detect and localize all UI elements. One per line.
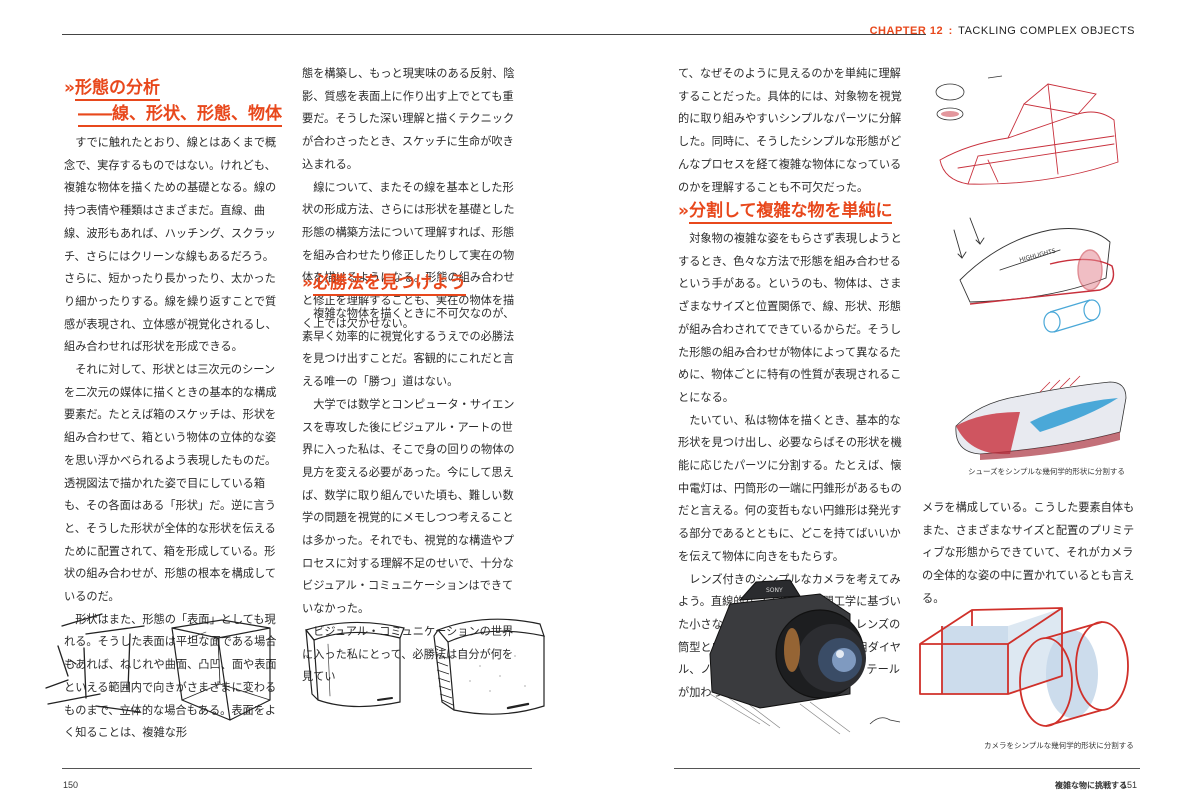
paragraph: 大学では数学とコンピュータ・サイエンスを専攻した後にビジュアル・アートの世界に入…	[302, 397, 515, 616]
paragraph: 態を構築し、もっと現実味のある反射、陰影、質感を表面上に作り出す上でとても重要だ…	[302, 67, 515, 171]
paragraph: 形状はまた、形態の「表面」としても現れる。そうした表面は平坦な面である場合もあれ…	[64, 612, 277, 740]
chapter-separator: :	[948, 25, 953, 37]
paragraph: すでに触れたとおり、線とはあくまで概念で、実存するものではない。けれども、複雑な…	[64, 136, 277, 354]
heading-form-analysis: »形態の分析	[64, 77, 160, 101]
heading-divide-complex: »分割して複雑な物を単純に	[678, 200, 893, 224]
paragraph: 対象物の複雑な姿をもらさず表現しようとするとき、色々な方法で形態を組み合わせると…	[678, 232, 902, 404]
left-column-2: 態を構築し、もっと現実味のある反射、陰影、質感を表面上に作り出す上でとても重要だ…	[302, 63, 522, 335]
footer-rule-left	[62, 768, 532, 769]
heading-line2: ――線、形状、形態、物体	[78, 104, 282, 127]
highlights-label: HIGHLIGHTS	[1019, 247, 1057, 263]
footer-title: 複雑な物に挑戦する	[1055, 781, 1127, 790]
box-shaded-sketch	[304, 621, 405, 708]
double-chevron-icon: »	[678, 201, 689, 221]
caption-shoes: シューズをシンプルな幾何学的形状に分割する	[968, 467, 1125, 476]
heading-winning-method: »必勝法を見つけよう	[302, 272, 466, 296]
right-column-1: て、なぜそのように見えるのかを単純に理解することだった。具体的には、対象物を視覚…	[678, 63, 902, 199]
left-column-1: すでに触れたとおり、線とはあくまで概念で、実存するものではない。けれども、複雑な…	[64, 132, 282, 745]
camera-primitives-diagram	[919, 607, 1129, 727]
footer-rule-right	[674, 768, 1140, 769]
paragraph: 複雑な物体を描くときに不可欠なのが、素早く効率的に視覚化するうえでの必勝法を見つ…	[302, 307, 515, 389]
heading-text: 必勝法を見つけよう	[312, 273, 466, 296]
chapter-header: CHAPTER 12 : TACKLING COMPLEX OBJECTS	[870, 25, 1135, 37]
box-hatched-sketch	[433, 618, 545, 715]
left-column-2-cont: 複雑な物体を描くときに不可欠なのが、素早く効率的に視覚化するうえでの必勝法を見つ…	[302, 303, 522, 689]
heading-text: 分割して複雑な物を単純に	[688, 201, 893, 224]
top-rule	[62, 34, 926, 35]
shoe-render-sketch	[955, 375, 1127, 460]
double-chevron-icon: »	[302, 273, 313, 293]
double-chevron-icon: »	[64, 78, 75, 98]
right-column-2: メラを構成している。こうした要素自体もまた、さまざまなサイズと配置のプリミティブ…	[922, 497, 1140, 611]
paragraph: ビジュアル・コミュニケーションの世界に入った私にとって、必勝法は自分が何を見てい	[302, 624, 514, 684]
camera-brand-label: SONY	[766, 587, 783, 594]
caption-camera: カメラをシンプルな幾何学的形状に分割する	[984, 741, 1134, 750]
heading-form-analysis-sub: ――線、形状、形態、物体	[78, 103, 282, 127]
paragraph: て、なぜそのように見えるのかを単純に理解することだった。具体的には、対象物を視覚…	[678, 67, 902, 194]
paragraph: たいてい、私は物体を描くとき、基本的な形状を見つけ出し、必要ならばその形状を機能…	[678, 413, 902, 563]
chapter-label: CHAPTER 12	[869, 25, 944, 37]
shoe-construction-sketch	[935, 75, 1119, 185]
chapter-title: TACKLING COMPLEX OBJECTS	[958, 25, 1135, 37]
shoe-form-sketch: HIGHLIGHTS	[953, 217, 1115, 333]
paragraph: メラを構成している。こうした要素自体もまた、さまざまなサイズと配置のプリミティブ…	[922, 501, 1135, 605]
camera-sketch: SONY	[709, 579, 901, 735]
box-wireframe-sketch	[171, 619, 271, 721]
paragraph: 線について、またその線を基本とした形状の形成方法、さらには形状を基礎とした形態の…	[302, 180, 515, 330]
heading-line1: 形態の分析	[74, 78, 160, 101]
box-lines-sketch	[45, 613, 145, 713]
paragraph: それに対して、形状とは三次元のシーンを二次元の媒体に描くときの基本的な構成要素だ…	[64, 363, 277, 604]
page-number-left: 150	[63, 780, 79, 790]
page-number-right: 151	[1122, 780, 1138, 790]
